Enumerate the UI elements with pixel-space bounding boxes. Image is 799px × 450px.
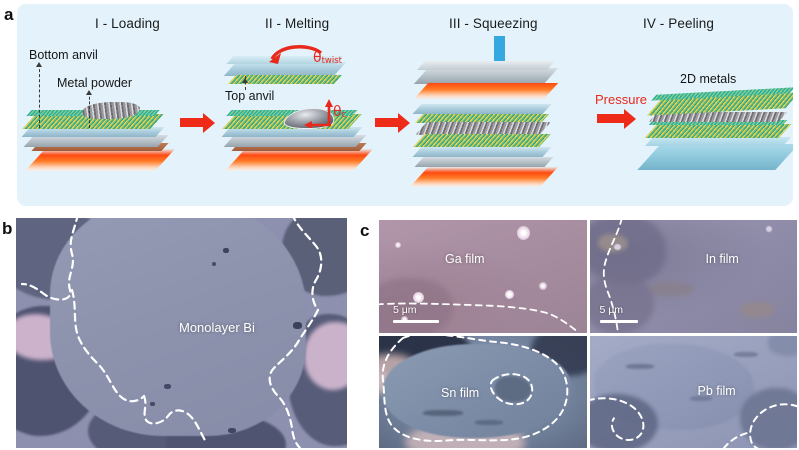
scalebar-in-line [599,319,638,323]
in-streak-1 [649,282,694,296]
process-arrow-1 [180,112,215,133]
scalebar-in-text: 5 μm [599,304,624,317]
process-arrow-3 [597,108,636,129]
glass-substrate-top-face [644,137,792,146]
heater-block-bottom [25,149,175,171]
speck-5 [150,402,155,406]
panel-c-micrograph-grid: Ga film 5 μm In film 5 μm [379,220,797,448]
monolayer-flake-region [50,218,306,436]
glass-substrate-block [637,144,793,170]
substrate-lattice [644,124,792,138]
panel-a-schematic: I - Loading II - Melting III - Squeezing… [17,4,793,206]
label-monolayer-bi: Monolayer Bi [179,320,255,335]
theta-c-subscript: c [341,110,347,120]
theta-twist-subscript: twist [321,56,342,66]
top-press-plate [413,68,559,84]
heater-block-top [413,83,559,99]
scalebar-ga: 5 μm [393,304,439,323]
label-top-anvil: Top anvil [225,89,275,103]
label-pressure: Pressure [595,92,648,107]
heater-block-bottom-2 [225,149,373,171]
speck-2 [212,262,216,266]
label-in-film: In film [705,252,739,266]
speck-3 [293,322,302,329]
scalebar-in: 5 μm [599,304,638,323]
theta-twist-label: θtwist [313,50,342,66]
ga-bright-particle-2 [413,292,424,303]
process-arrow-2 [375,112,410,133]
in-speck-1 [613,244,621,250]
scalebar-ga-text: 5 μm [393,304,417,317]
panel-c-cell-ga-film: Ga film 5 μm [379,220,587,333]
panel-letter-b: b [2,219,13,238]
speck-1 [223,248,229,253]
panel-c-cell-sn-film: Sn film [379,335,587,448]
stage-title-squeezing: III - Squeezing [449,16,538,31]
label-bottom-anvil: Bottom anvil [29,48,98,62]
ga-bright-particle-1 [517,226,530,240]
upper-anvil-plate [412,104,552,114]
label-2d-metals: 2D metals [680,72,737,86]
in-speck-2 [765,226,772,232]
pb-scratch-1 [625,363,654,369]
panel-b-micrograph-monolayer-bi: Monolayer Bi [16,218,347,448]
top-anvil-leader-arrowhead [242,78,248,83]
pressure-arrow-down [486,36,513,78]
top-anvil-leader-line [245,76,246,90]
panel-c-cell-pb-film: Pb film [589,335,797,448]
lower-support-plate [414,157,554,167]
ga-bright-particle-4 [539,282,547,290]
speck-4 [164,384,171,389]
speck-6 [228,428,236,433]
lower-anvil-plate [412,147,552,157]
bottom-anvil-leader-arrowhead [36,62,42,67]
top-press-plate-face [416,61,556,70]
ga-bright-particle-5 [395,242,401,248]
panel-c-cell-in-film: In film 5 μm [589,220,797,333]
theta-c-label: θc [333,104,347,120]
sn-inner-hole [495,375,531,402]
scalebar-ga-line [393,319,439,323]
ga-bright-particle-3 [505,290,514,299]
stage-title-peeling: IV - Peeling [643,16,714,31]
theta-c-arrow [304,99,333,128]
heater-block-bottom-3 [409,167,559,187]
label-ga-film: Ga film [445,252,485,266]
pb-dark-topright [767,335,797,356]
sn-scratch-2 [475,419,503,425]
in-dark-region-top [589,220,666,284]
label-metal-powder: Metal powder [57,76,133,90]
bottom-anvil-leader-line [39,64,40,128]
pb-scratch-3 [689,395,712,401]
sn-scratch-1 [423,409,463,416]
stage-title-loading: I - Loading [95,16,160,31]
metal-powder-leader-line [89,92,90,128]
stage-title-melting: II - Melting [265,16,330,31]
label-pb-film: Pb film [697,383,736,398]
panel-letter-a: a [4,5,14,24]
lower-anvil-lattice [413,134,551,147]
metal-powder-leader-arrowhead [86,90,92,95]
theta-twist-arrow [269,45,323,64]
label-sn-film: Sn film [441,385,480,400]
pb-scratch-2 [733,351,758,357]
panel-letter-c: c [360,221,370,240]
in-tan-patch [597,234,628,252]
in-streak-2 [739,302,774,318]
